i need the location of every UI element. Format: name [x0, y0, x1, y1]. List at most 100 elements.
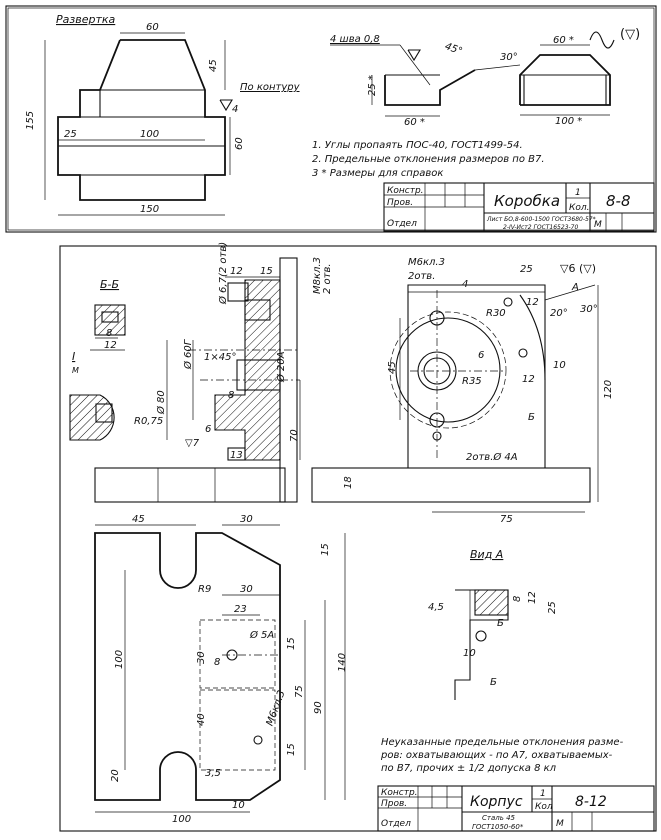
view-a-dim-8: 8: [512, 596, 523, 602]
plan-dim-30: 30: [240, 514, 253, 525]
tolerance-note-2: ров: охватывающих - по А7, охватываемых-: [380, 750, 613, 761]
angle-30: 30°: [500, 52, 518, 63]
view-a-dim-25: 25: [547, 601, 558, 614]
tb2-scale: М: [556, 819, 564, 829]
body-side-section: [94, 257, 300, 503]
tolerance-note-3: по В7, прочих ± 1/2 допуска 8 кл: [381, 763, 557, 774]
tb1-part-name: Коробка: [494, 192, 560, 210]
view-a-title: Вид А: [470, 548, 503, 561]
roughness-general: (▽): [620, 27, 640, 42]
tb2-constr: Констр.: [381, 788, 418, 798]
dim-8-mid: 8: [228, 390, 234, 401]
dim-phi80: Ø 80: [155, 390, 167, 415]
front-dim-75: 75: [500, 514, 513, 525]
dim-70: 70: [289, 429, 300, 442]
note-3: 3 * Размеры для справок: [312, 168, 443, 179]
tb1-qty: 1: [575, 188, 581, 198]
tb2-qty-label: Кол: [535, 802, 553, 812]
front-angle-30: 30°: [580, 304, 598, 315]
sheet-2: Б-Б 8 12 I М R0,75: [59, 242, 657, 832]
tb2-part-name: Корпус: [470, 794, 523, 810]
plan-r9: R9: [198, 584, 211, 595]
plan-dim-3-5: 3,5: [205, 768, 221, 779]
dim-100: 100: [140, 129, 159, 140]
front-dim-10: 10: [553, 360, 566, 371]
plan-dim-23: 23: [234, 604, 247, 615]
plan-dim-90: 90: [313, 701, 324, 714]
dim-top-12: 12: [230, 266, 243, 277]
plan-dim-8: 8: [214, 657, 220, 668]
front-angle-20: 20°: [550, 308, 568, 319]
height-25: 25 *: [367, 75, 378, 96]
front-dim-12b: 12: [522, 374, 535, 385]
dim-phi67: Ø 6,7(2 отв): [217, 242, 229, 305]
tb1-scale: М: [594, 220, 602, 230]
plan-dim-30b: 30: [240, 584, 253, 595]
sheet-1-inner-frame: [7, 7, 655, 231]
dim-top-15: 15: [260, 266, 273, 277]
tb2-material-1: Сталь 45: [482, 814, 516, 822]
dim-phi60: Ø 60Г: [182, 338, 194, 370]
front-r30: R30: [486, 308, 506, 319]
dim-155: 155: [25, 111, 36, 130]
tb2-material-2: ГОСТ1050-60*: [472, 823, 524, 831]
section-b-b-label: Б-Б: [100, 278, 119, 291]
plan-dim-100b: 100: [172, 814, 191, 825]
front-dim-45: 45: [387, 361, 398, 374]
sheet-2-border: [59, 245, 657, 832]
front-roughness: ▽6 (▽): [560, 262, 596, 275]
sheet-1-border: [5, 5, 657, 233]
tb1-material-1: Лист БО,8-600-1500 ГОСТ3680-57*: [486, 216, 596, 223]
plan-dim-40: 40: [196, 713, 207, 726]
view-a-dim-10: 10: [463, 648, 476, 659]
body-plan-view: [94, 532, 281, 801]
detail-i-scale: М: [72, 366, 79, 375]
view-a-section-b: Б: [497, 618, 504, 629]
bb-dim-12: 12: [104, 340, 117, 351]
plan-m6: М6кл.3: [265, 689, 288, 728]
front-dim-120: 120: [603, 380, 614, 399]
front-dim-18: 18: [343, 476, 354, 489]
note-1: 1. Углы пропаять ПОС-40, ГОСТ1499-54.: [312, 140, 523, 151]
front-arrow-a: А: [571, 282, 579, 293]
development-outline: [57, 39, 226, 201]
body-front-view: [311, 284, 596, 503]
front-dim-4: 4: [462, 279, 468, 290]
front-dim-6: 6: [478, 350, 484, 361]
dim-60-right: 60: [234, 137, 245, 150]
dim-45: 45: [208, 59, 219, 72]
dim-13: 13: [230, 450, 243, 461]
tb2-check: Пров.: [381, 799, 407, 809]
plan-dim-10: 10: [232, 800, 245, 811]
box-side-view: 60 * 100 *: [519, 35, 611, 127]
development-view-title: Развертка: [56, 13, 116, 26]
plan-dim-15c: 15: [286, 743, 297, 756]
bb-dim-8: 8: [106, 328, 112, 339]
sheet-1: Развертка 60 45 155 25 100 60 150 По кон…: [5, 5, 657, 233]
tb1-code: 8-8: [606, 192, 631, 210]
width-60: 60 *: [404, 117, 425, 128]
roughness-6: 6: [205, 424, 211, 435]
dim-phi20: Ø 20А: [275, 351, 287, 383]
section-b-b: Б-Б 8 12: [90, 278, 126, 351]
tb1-constr: Констр.: [387, 186, 424, 196]
tolerance-note-1: Неуказанные предельные отклонения разме-: [381, 737, 624, 748]
plan-dim-75: 75: [294, 685, 305, 698]
front-holes: 2отв.Ø 4А: [466, 451, 518, 463]
front-m6-count: 2отв.: [408, 271, 435, 282]
front-dim-12a: 12: [526, 297, 539, 308]
plan-phi5: Ø 5А: [249, 629, 274, 641]
title-block-2: Констр. Пров. Отдел Корпус 1 Кол 8-12 Ст…: [377, 785, 655, 832]
tb2-code: 8-12: [575, 794, 607, 810]
view-a-dim-4-5: 4,5: [428, 602, 444, 613]
front-m6: М6кл.3: [408, 257, 445, 268]
roughness-4: 4: [232, 104, 238, 115]
view-a: Вид А: [454, 548, 509, 700]
plan-dim-30c: 30: [196, 651, 207, 664]
detail-i-label: I: [72, 350, 75, 363]
roughness-general-icon: [589, 31, 615, 49]
dim-m8: М8кл.3: [312, 257, 323, 294]
roughness-7: ▽7: [185, 438, 200, 449]
